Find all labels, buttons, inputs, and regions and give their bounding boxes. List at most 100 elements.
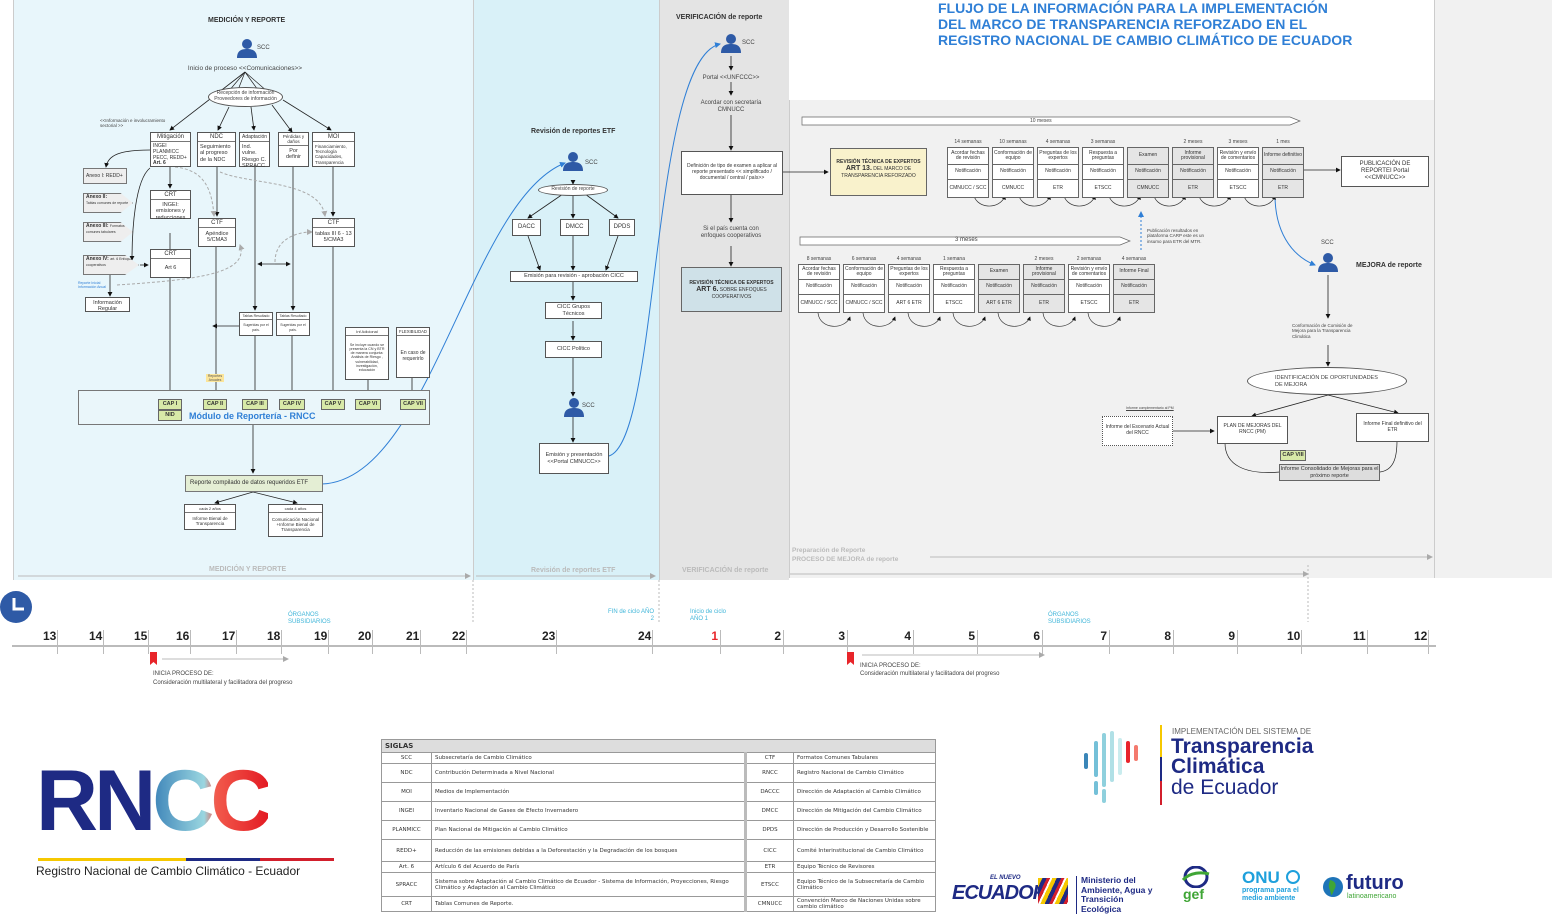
sigla-acronym: REDD+ [381, 839, 432, 862]
gef-logo: gef [1180, 866, 1212, 908]
ecuador-logo: EL NUEVO ECUADOR Ministerio del Ambiente… [952, 874, 1164, 914]
person-icon [564, 398, 584, 417]
organos-label-1: ÓRGANOS SUBSIDIARIOS [288, 612, 331, 626]
timeline-tick: 10 [1287, 629, 1301, 643]
step-duration: 2 meses [1034, 256, 1054, 262]
timeline-tick-mark [1428, 630, 1429, 654]
step-duration: 2 meses [1183, 139, 1203, 145]
step-responsible: ART 6 ETR [978, 295, 1020, 313]
sectorial-label: <<Información e involucramiento sectoria… [100, 118, 166, 129]
mitigacion-header: Mitigación [151, 133, 190, 142]
span-10-meses: 10 meses [1030, 118, 1052, 124]
dir-dacc: DACC [512, 219, 541, 236]
sigla-meaning: Plan Nacional de Mitigación al Cambio Cl… [431, 820, 747, 840]
sigla-acronym: SPRACC [381, 872, 432, 897]
step-name: Conformación de equipo [843, 264, 885, 280]
step-notification: Notificación [1068, 280, 1110, 295]
timeline-tick: 15 [134, 629, 148, 643]
sigla-meaning: Artículo 6 del Acuerdo de París [431, 861, 747, 873]
anexo-4-title: Anexo IV: [86, 256, 109, 262]
ctf-tablas-box: CTF tablas III 6 - 13 5/CMA3 [312, 218, 355, 247]
timeline-tick-mark [281, 630, 282, 654]
anexo-1: Anexo I: REDD+ [83, 168, 127, 184]
step-duration: 8 semanas [806, 256, 832, 262]
sigla-meaning: Convención Marco de Naciones Unidas sobr… [792, 896, 937, 912]
crt-art6-box: CRT Art 6 [150, 249, 191, 278]
ctf-tablas-header: CTF [313, 219, 354, 228]
consolidado-box: Informe Consolidado de Mejoras para el p… [1279, 464, 1380, 481]
step-notification: Notificación [843, 280, 885, 295]
timeline-tick: 24 [638, 629, 652, 643]
timeline-tick: 2 [774, 629, 781, 643]
span-3-meses: 3 meses [955, 237, 978, 243]
art6-revision-box: REVISIÓN TÉCNICA DE EXPERTOS ART 6. SOBR… [681, 267, 782, 312]
step-responsible: ETR [1172, 180, 1214, 198]
step-name: Acordar fechas de revisión [798, 264, 840, 280]
portal-unfccc-label: Portal <<UNFCCC>> [702, 75, 760, 81]
gef-logo-mark [1182, 866, 1210, 888]
ndc-box: NDC Seguimiento al progreso de la NDC [197, 132, 236, 167]
moi-body: Financiamiento, Tecnología Capacidades, … [315, 144, 347, 165]
mitigacion-box: Mitigación INGEI PLANMICC PECC, REDD+Art… [150, 132, 191, 167]
timeline-tick: 23 [542, 629, 556, 643]
ctf-apendice-body: Apéndice 5/CMA3 [205, 230, 229, 243]
sigla-meaning: Tablas Comunes de Reporte. [431, 896, 747, 912]
timeline-tick: 14 [89, 629, 103, 643]
reporte-compilado-box: Reporte compilado de datos requeridos ET… [185, 475, 323, 492]
cap-viii: CAP VIII [1280, 450, 1306, 461]
timeline-tick-mark [1173, 630, 1174, 654]
verificacion-scc-label: SCC [742, 40, 755, 46]
timeline-tick: 11 [1353, 629, 1366, 643]
timeline-tick-mark [372, 630, 373, 654]
crt-ingei-body: INGEI: emisiones y reducciones [155, 202, 186, 221]
fin-ciclo-label: FIN de ciclo AÑO 2 [607, 609, 654, 623]
cap-iii: CAP III [242, 399, 268, 410]
medicion-scc-label: SCC [257, 45, 270, 51]
tablas-resultado-2-body: Sugeridas por el país. [280, 323, 306, 332]
step-notification: Notificación [947, 165, 989, 180]
step-name: Informe provisional [1023, 264, 1065, 280]
prep-reporte-label: Preparación de Reporte [792, 547, 866, 554]
sigla-meaning: Registro Nacional de Cambio Climático [792, 763, 937, 783]
step-notification: Notificación [1127, 165, 1169, 180]
sigla-meaning: Comité Interinstitucional de Cambio Clim… [792, 839, 937, 862]
step-name: Respuesta a preguntas [1082, 147, 1124, 165]
anexo-2-title: Anexo II: [86, 194, 108, 200]
step-name: Examen [1127, 147, 1169, 165]
recepcion-label: Recepción de información Proveedores de … [214, 90, 277, 102]
timeline-tick-mark [556, 630, 557, 654]
step-name: Examen [978, 264, 1020, 280]
inicia-1-title: INICIA PROCESO DE: [153, 671, 214, 677]
sigla-acronym: SCC [381, 752, 432, 764]
timeline-tick: 19 [314, 629, 328, 643]
moi-header: MOI [313, 133, 354, 142]
step-name: Respuesta a preguntas [933, 264, 975, 280]
art13-revision-t3: DEL MARCO DE TRANSPARENCIA REFORZADO [841, 166, 916, 180]
crt-ingei-header: CRT [151, 191, 190, 200]
escenario-box: Informe del Escenario Actual del RNCC [1102, 416, 1173, 446]
tablas-resultado-1: Tablas Resultado Sugeridas por el país. [239, 312, 273, 336]
timeline-tick: 13 [43, 629, 57, 643]
ecuador-logo-stripes [1038, 878, 1068, 904]
timeline-tick-mark [57, 630, 58, 654]
cap-iv: CAP IV [279, 399, 305, 410]
timeline-tick: 18 [267, 629, 281, 643]
ecuador-logo-small: EL NUEVO [990, 875, 1021, 881]
step-duration: 3 meses [1228, 139, 1248, 145]
presentacion-box: Emisión y presentación <<Portal CMNUCC>> [539, 443, 609, 474]
timeline-tick-mark [913, 630, 914, 654]
flexibilidad-body: En caso de requerirlo [400, 349, 426, 362]
siglas-title: SIGLAS [381, 739, 936, 753]
title-line-3: REGISTRO NACIONAL DE CAMBIO CLIMÁTICO DE… [938, 32, 1353, 48]
ndc-header: NDC [198, 133, 235, 142]
sigla-acronym: CTF [744, 752, 794, 764]
title-line-2: DEL MARCO DE TRANSPARENCIA REFORZADO EN … [938, 16, 1308, 32]
step-responsible: ETSCC [1217, 180, 1259, 198]
verificacion-footer: VERIFICACIÓN de reporte [682, 567, 769, 574]
adaptacion-body: Ind. vulne. Riesgo C. SPRACC [242, 144, 267, 169]
